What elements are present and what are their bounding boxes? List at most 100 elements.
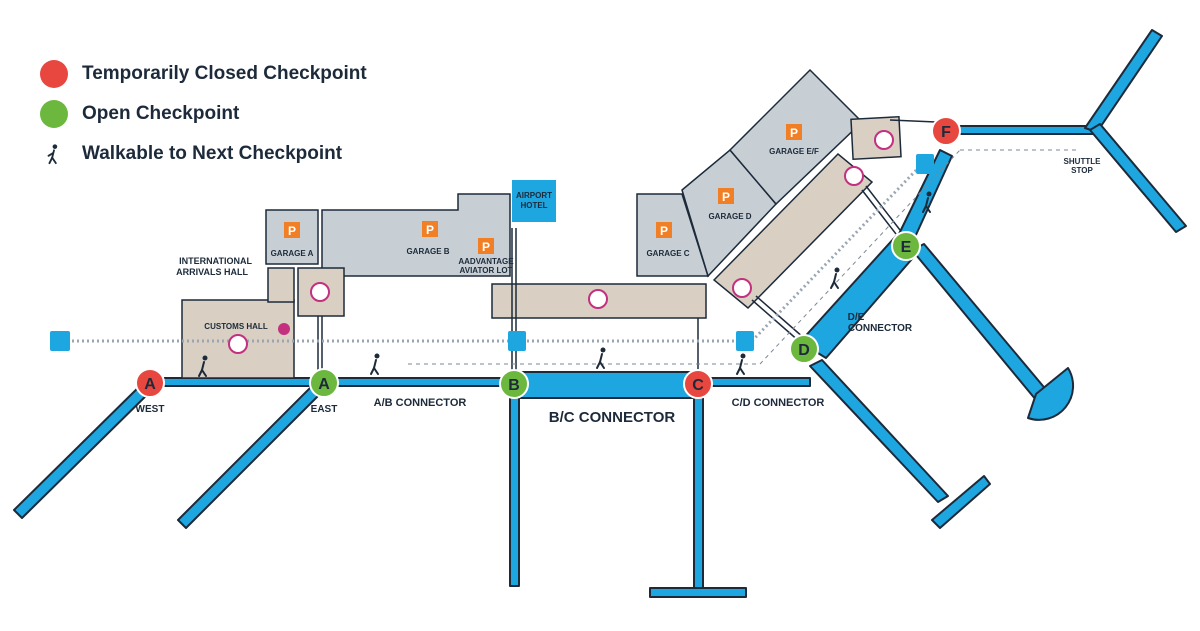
legend-open: Open Checkpoint <box>40 94 367 134</box>
train-icon <box>736 331 754 351</box>
svg-text:B: B <box>508 377 520 394</box>
pier-b <box>509 395 520 587</box>
train-icon <box>50 331 70 351</box>
svg-text:A: A <box>144 376 156 393</box>
de-connector-label-1: D/E <box>848 312 865 323</box>
pier-c-foot <box>649 587 747 598</box>
walking-person-icon <box>370 353 380 375</box>
checkpoint-b[interactable]: B <box>499 369 529 399</box>
svg-text:A: A <box>318 376 330 393</box>
pier-e <box>911 243 1049 401</box>
bc-connector-bar <box>511 371 703 399</box>
checkpoint-d[interactable]: D <box>789 334 819 364</box>
bc-connector-label: B/C CONNECTOR <box>549 409 676 426</box>
garage-ef-label: GARAGE E/F <box>769 147 819 156</box>
svg-text:E: E <box>901 239 912 256</box>
svg-text:C: C <box>692 377 704 394</box>
airport-hotel-label-2: HOTEL <box>520 201 547 210</box>
garage-b-label: GARAGE B <box>406 247 449 256</box>
parking-symbol: P <box>790 126 798 140</box>
de-connector-label-2: CONNECTOR <box>848 323 913 334</box>
checkpoint-c[interactable]: C <box>683 369 713 399</box>
walk-icons <box>198 191 932 377</box>
legend-closed-label: Temporarily Closed Checkpoint <box>82 63 367 84</box>
svg-text:D: D <box>798 342 810 359</box>
customs-hall-block-top <box>267 267 295 303</box>
walking-person-icon <box>198 355 208 377</box>
checkpoint-a-east[interactable]: A <box>309 368 339 398</box>
parking-icon <box>284 222 300 238</box>
legend-walk: Walkable to Next Checkpoint <box>40 134 367 174</box>
aviator-lot-label-1: AADVANTAGE <box>458 257 514 266</box>
parking-icon <box>656 222 672 238</box>
ab-connector-label: A/B CONNECTOR <box>374 397 467 409</box>
airport-hotel-label-1: AIRPORT <box>516 191 552 200</box>
legend-walk-label: Walkable to Next Checkpoint <box>82 143 343 164</box>
parking-symbol: P <box>660 224 668 238</box>
checkpoint-a-west-sublabel: WEST <box>136 404 165 415</box>
garage-d-label: GARAGE D <box>708 212 751 221</box>
checkpoint-e[interactable]: E <box>891 231 921 261</box>
f-pier-up <box>1084 29 1163 133</box>
cd-connector-bar <box>699 377 811 387</box>
checkpoint-f[interactable]: F <box>931 116 961 146</box>
intl-arrivals-label-1: INTERNATIONAL <box>179 256 252 266</box>
baggage-icon <box>228 334 248 354</box>
shuttle-stop-label-2: STOP <box>1071 166 1093 175</box>
customs-hall-label: CUSTOMS HALL <box>204 322 268 331</box>
pier-d-foot <box>931 475 991 529</box>
walking-person-icon <box>596 347 606 369</box>
walking-person-icon <box>736 353 746 375</box>
garage-c-label: GARAGE C <box>646 249 689 258</box>
checkpoint-a-west[interactable]: A <box>135 368 165 398</box>
open-checkpoint-dot-icon <box>40 100 68 128</box>
parking-symbol: P <box>482 240 490 254</box>
pier-d <box>809 359 949 503</box>
f-concourse <box>944 125 1096 135</box>
legend-open-label: Open Checkpoint <box>82 103 240 124</box>
train-icon <box>508 331 526 351</box>
walking-person-icon <box>40 143 68 165</box>
baggage-icon <box>874 130 894 150</box>
parking-icon <box>786 124 802 140</box>
baggage-icon <box>588 289 608 309</box>
baggage-icon <box>732 278 752 298</box>
intl-arrivals-label-2: ARRIVALS HALL <box>176 267 248 277</box>
checkpoint-a-east-sublabel: EAST <box>311 404 338 415</box>
parking-symbol: P <box>288 224 296 238</box>
train-icon <box>916 154 934 174</box>
parking-icons <box>284 124 802 254</box>
airport-hotel-box <box>512 180 556 222</box>
concourse-west <box>13 377 157 519</box>
de-building <box>712 152 874 310</box>
train-station-icons <box>50 154 934 351</box>
parking-icon <box>422 221 438 237</box>
concourse-east <box>177 379 327 529</box>
parking-symbol: P <box>426 223 434 237</box>
walking-person-icon <box>830 267 840 289</box>
checkpoint-markers: A A B C D E F <box>135 116 961 399</box>
parking-icon <box>478 238 494 254</box>
pier-c <box>693 395 704 597</box>
aviator-lot-label-2: AVIATOR LOT <box>460 266 513 275</box>
baggage-icons <box>228 130 894 354</box>
terminal-concourses <box>13 29 1187 598</box>
svg-text:F: F <box>941 124 951 141</box>
terminal-buildings <box>181 115 902 379</box>
train-line <box>72 149 1080 365</box>
cd-connector-label: C/D CONNECTOR <box>732 397 825 409</box>
closed-checkpoint-dot-icon <box>40 60 68 88</box>
walking-person-icon <box>922 191 932 213</box>
parking-symbol: P <box>722 190 730 204</box>
legend-closed: Temporarily Closed Checkpoint <box>40 54 367 94</box>
baggage-icon <box>844 166 864 186</box>
baggage-icon <box>310 282 330 302</box>
shuttle-stop-label-1: SHUTTLE <box>1064 157 1102 166</box>
pier-e-end <box>1027 367 1075 421</box>
garage-a-label: GARAGE A <box>271 249 314 258</box>
info-icon <box>278 323 290 335</box>
map-legend: Temporarily Closed Checkpoint Open Check… <box>40 54 367 174</box>
f-pier-down <box>1089 123 1187 233</box>
parking-icon <box>718 188 734 204</box>
